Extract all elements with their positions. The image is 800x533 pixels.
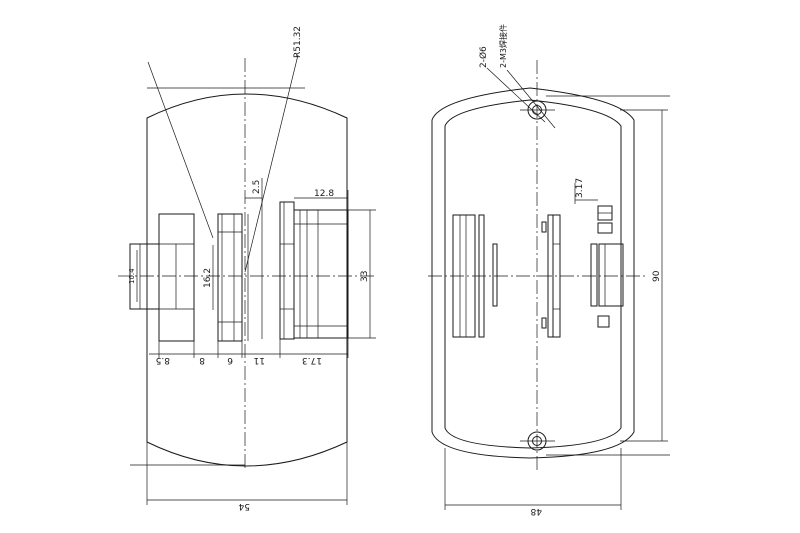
dim-54-label: 54	[238, 501, 250, 511]
dim-48-label: 48	[530, 506, 542, 516]
dim-6-label: 6	[227, 355, 233, 365]
thread-leader	[506, 69, 556, 129]
dim-3-17-label: 3.17	[575, 178, 585, 198]
front-part-5	[541, 317, 547, 329]
dim-90-label: 90	[652, 270, 662, 282]
dim-11-label: 11	[254, 355, 265, 365]
front-part-8	[590, 243, 598, 307]
side-view-outline	[146, 93, 348, 467]
front-part-1	[452, 214, 476, 338]
side-part-3	[217, 213, 243, 342]
hole-label: 2-Ø6	[478, 46, 489, 68]
side-view: 2.5 12.8 16.2 10.4 33 8.5 8 6 11 17.3 5	[118, 26, 376, 511]
radius-leader	[244, 54, 299, 273]
front-part-7	[552, 214, 561, 338]
dim-33-label: 33	[360, 271, 370, 282]
front-part-9	[598, 243, 624, 307]
dim-16-2-label: 16.2	[203, 268, 213, 288]
dim-17-3-label: 17.3	[302, 355, 322, 365]
radius-label: R51.32	[293, 26, 303, 58]
front-view-outer-outline	[431, 87, 635, 459]
side-part-5	[293, 209, 349, 339]
side-part-4	[279, 201, 295, 340]
hole-leader	[486, 67, 546, 123]
dim-8-label: 8	[199, 355, 205, 365]
front-view-inner-outline	[444, 99, 622, 449]
front-part-12	[597, 315, 610, 328]
side-part-2	[158, 213, 195, 342]
dim-12-8-label: 12.8	[314, 189, 334, 199]
dim-2-5-label: 2.5	[252, 180, 262, 194]
front-view: 2-Ø6 2-M3焊接件 3.17 90	[428, 24, 670, 516]
thread-label: 2-M3焊接件	[498, 24, 508, 68]
dim-8-5-label: 8.5	[156, 355, 170, 365]
front-part-3	[492, 243, 498, 307]
side-leader-a	[147, 61, 214, 239]
front-part-2	[478, 214, 485, 338]
front-part-11	[597, 222, 613, 234]
front-part-4	[541, 221, 547, 233]
dim-10-4-label: 10.4	[128, 268, 136, 284]
